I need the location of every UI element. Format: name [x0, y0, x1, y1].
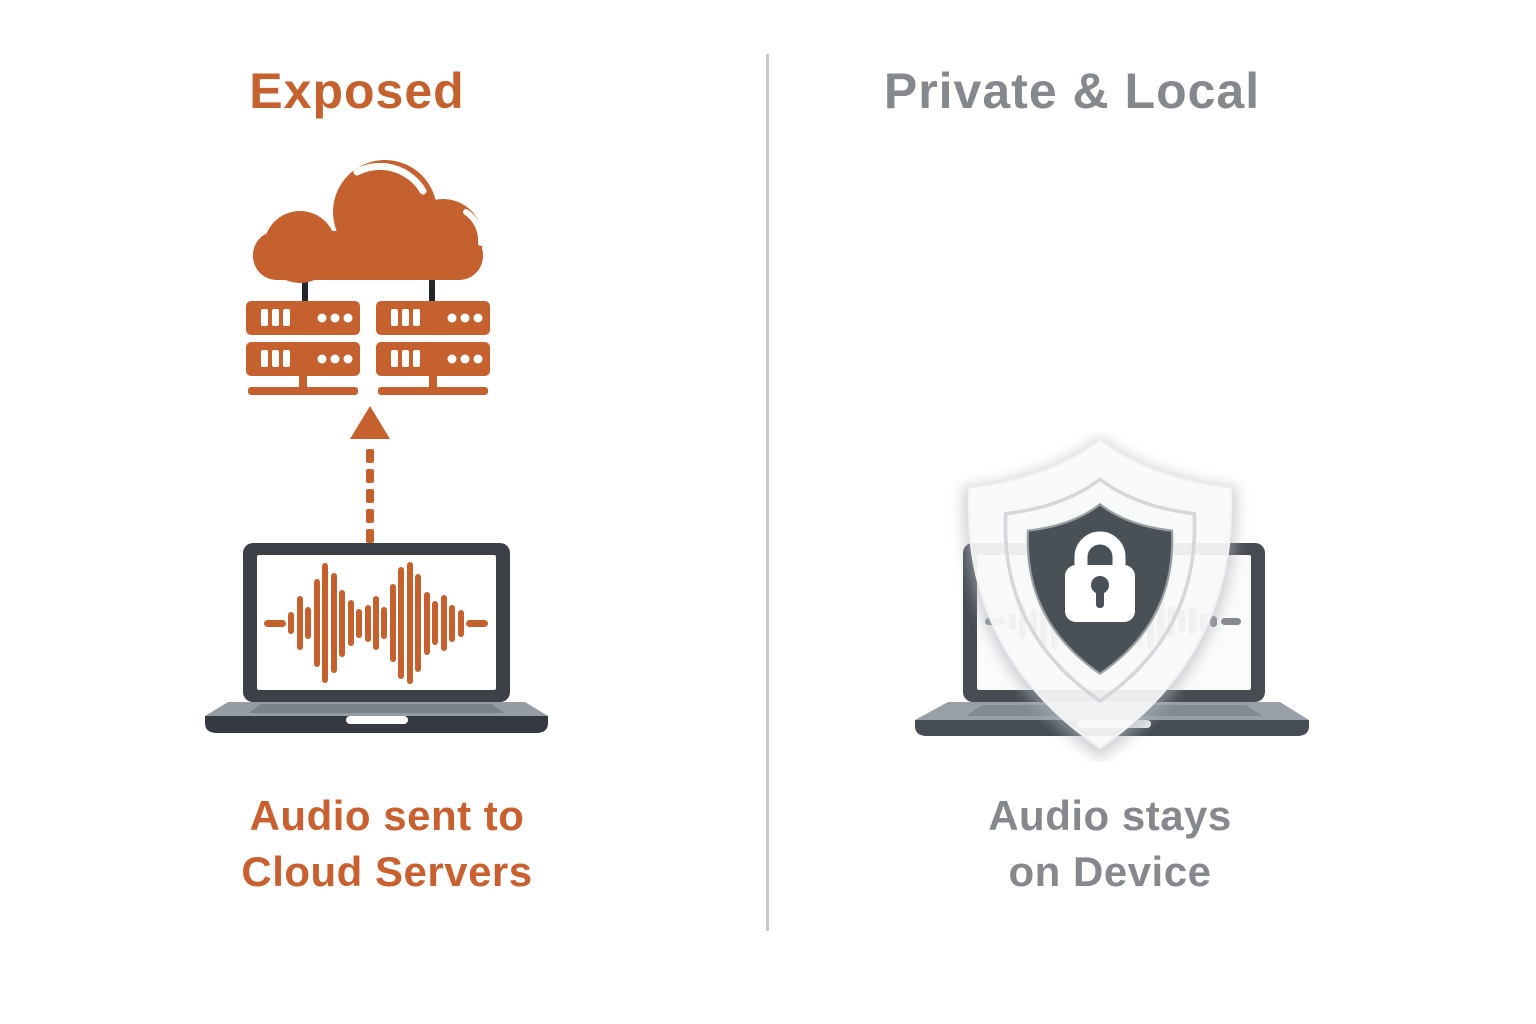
connector-line-left: [302, 275, 308, 303]
waveform-bar: [423, 591, 430, 655]
cloud-servers-icon: [246, 160, 490, 395]
waveform-dash: [465, 619, 488, 627]
cloud-highlight: [353, 162, 427, 195]
waveform-dash: [1220, 617, 1241, 625]
cloud-highlight-small: [463, 209, 485, 246]
waveform-bar: [381, 607, 388, 639]
waveform-bar: [449, 604, 456, 642]
waveform-bar: [330, 573, 337, 673]
server-rack-icon-left: [246, 301, 360, 395]
lock-icon: [1065, 531, 1135, 622]
left-panel-caption: Audio sent to Cloud Servers: [137, 788, 637, 900]
waveform-bar: [347, 600, 354, 646]
left-caption-line2: Cloud Servers: [241, 848, 533, 895]
cloud-icon: [253, 160, 483, 283]
audio-waveform-icon-left: [264, 562, 488, 684]
laptop-notch: [346, 716, 408, 724]
shield-icon: [962, 436, 1238, 760]
waveform-bar: [356, 608, 363, 638]
center-divider-line: [766, 54, 769, 931]
right-panel-caption: Audio stays on Device: [860, 788, 1360, 900]
waveform-bar: [364, 604, 371, 642]
waveform-bar: [415, 574, 422, 672]
right-panel-title: Private & Local: [883, 63, 1261, 119]
waveform-bar: [305, 607, 312, 639]
waveform-bar: [440, 595, 447, 651]
shield-ring: [1003, 476, 1197, 704]
waveform-bar: [372, 596, 379, 650]
dashed-up-arrow-icon: [350, 406, 390, 543]
server-rack-icon-right: [376, 301, 490, 395]
waveform-bar: [339, 589, 346, 657]
left-caption-line1: Audio sent to: [249, 792, 525, 839]
right-caption-line1: Audio stays: [988, 792, 1232, 839]
waveform-bar: [288, 612, 295, 634]
right-caption-line2: on Device: [1008, 848, 1212, 895]
waveform-bar: [457, 609, 464, 637]
connector-line-right: [429, 275, 435, 303]
waveform-bar: [406, 562, 413, 684]
waveform-bar: [322, 563, 329, 683]
left-panel-title: Exposed: [249, 63, 465, 119]
waveform-bar: [313, 579, 320, 667]
waveform-bar: [432, 601, 439, 645]
waveform-bar: [398, 567, 405, 679]
waveform-bar: [389, 584, 396, 662]
waveform-bar: [296, 596, 303, 650]
waveform-dash: [264, 619, 286, 627]
